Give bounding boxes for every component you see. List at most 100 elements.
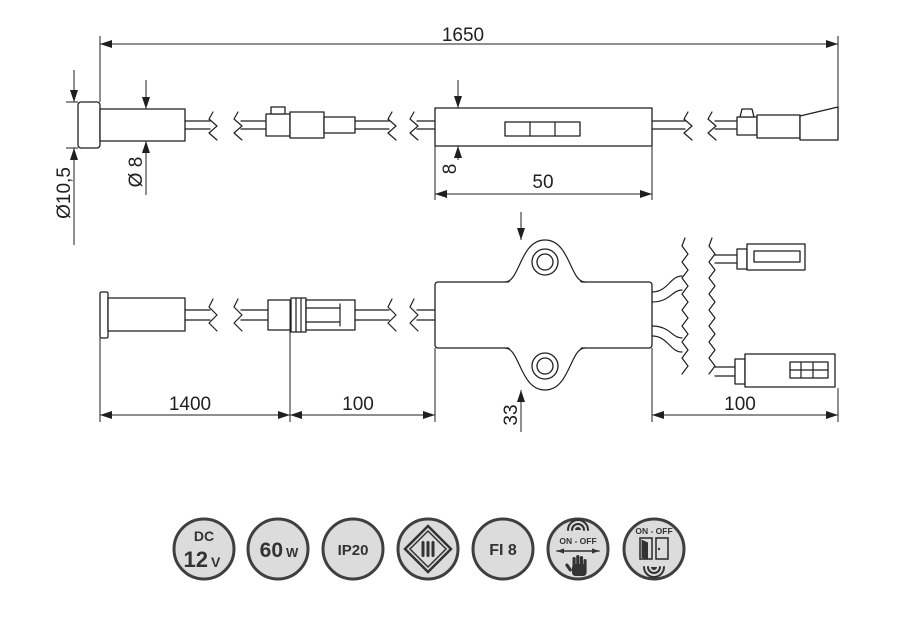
icon-label: FI 8	[489, 542, 517, 559]
break-mark	[387, 298, 397, 332]
module-body	[434, 281, 653, 349]
dimension-label: 33	[501, 404, 522, 425]
cable	[416, 309, 436, 321]
output-connector-bottom	[734, 353, 836, 388]
cable	[240, 120, 267, 130]
icon-ring	[246, 517, 310, 581]
cable	[416, 120, 436, 130]
connector-body	[290, 297, 307, 333]
break-mark	[409, 298, 419, 332]
diamond-outer	[403, 524, 453, 574]
module-window	[504, 121, 581, 137]
connector-detail	[789, 361, 829, 379]
dimension-body-diameter: Ø 8	[126, 80, 150, 195]
cable	[651, 120, 686, 130]
hand-wave-sensor-icon: ON - OFF	[546, 517, 610, 581]
furniture-mark-icon	[396, 517, 460, 581]
break-mark	[681, 237, 689, 375]
cable	[184, 309, 211, 321]
door-knob	[657, 547, 661, 551]
connector-plug	[305, 299, 356, 331]
ip-rating-icon: IP20	[321, 517, 385, 581]
dimension-label: 8	[440, 164, 461, 175]
door-sensor-icon: ON - OFF	[622, 517, 686, 581]
break-mark	[707, 111, 717, 141]
bar	[426, 541, 430, 557]
output-connector-top	[736, 243, 806, 271]
cable-connector	[265, 106, 356, 139]
icon-ring	[471, 517, 535, 581]
dimension-module-length: 50	[434, 146, 653, 200]
output-connector	[736, 106, 839, 141]
top-down-view	[99, 239, 836, 391]
dc-voltage-icon: DC 12 V	[172, 517, 236, 581]
connector-plug	[323, 116, 356, 134]
break-mark	[683, 111, 693, 141]
break-mark	[233, 111, 243, 141]
connector-detail	[305, 303, 341, 327]
icon-unit: V	[211, 554, 221, 570]
dimension-module-height: 8	[440, 80, 462, 175]
sensor-dot	[651, 567, 657, 570]
cable	[714, 366, 736, 377]
sensor-body	[99, 108, 186, 142]
dimension-head-diameter: Ø10,5	[54, 70, 78, 245]
sensor-head	[99, 291, 109, 339]
break-mark	[233, 298, 243, 332]
dimension-cable-lengths: 1400 100 100	[99, 300, 839, 422]
dimension-label: 1400	[169, 394, 211, 415]
wave-arc	[643, 566, 665, 578]
bar	[431, 541, 435, 557]
break-mark	[387, 111, 397, 141]
connector-latch-housing	[267, 299, 292, 331]
connector-ribs	[295, 297, 302, 333]
hand-icon	[565, 555, 587, 576]
sensor-body	[107, 297, 186, 332]
connector-latch-housing	[736, 248, 748, 270]
bar	[421, 541, 425, 557]
sensor-dot	[575, 527, 581, 530]
wave-arc	[567, 519, 589, 531]
connector-latch-housing	[734, 358, 746, 385]
power-rating-icon: 60 W	[246, 517, 310, 581]
icon-ring	[622, 517, 686, 581]
break-mark	[208, 298, 218, 332]
palm	[572, 564, 587, 576]
icon-ring	[172, 517, 236, 581]
cable-break-marks	[208, 111, 717, 375]
dimension-label: Ø10,5	[54, 167, 75, 219]
switch-module	[434, 239, 653, 391]
module-window-divider	[529, 121, 556, 137]
mounting-hole-inner	[536, 357, 554, 375]
break-mark	[409, 111, 419, 141]
connector-latch	[739, 108, 755, 118]
cable	[714, 254, 738, 264]
dimension-label: Ø 8	[126, 157, 147, 188]
icon-label: ON - OFF	[559, 536, 596, 546]
mounting-tab-top	[504, 239, 586, 283]
cable	[354, 120, 390, 130]
dimension-label: 100	[342, 394, 374, 415]
icon-label: DC	[194, 528, 214, 544]
icon-unit: W	[286, 545, 299, 560]
wave-arc	[647, 566, 661, 574]
dimension-total-length: 1650	[99, 25, 839, 140]
mounting-hole-inner	[536, 253, 554, 271]
connector-body	[756, 114, 801, 139]
thumb	[565, 563, 572, 572]
door-frame	[655, 537, 669, 560]
connector-body	[289, 111, 325, 139]
open-door-panel	[641, 539, 648, 560]
cable	[354, 309, 390, 321]
switch-module	[434, 107, 653, 147]
cable-connector	[267, 297, 356, 333]
icon-value: 60	[260, 539, 283, 562]
dimension-label: 100	[724, 394, 756, 415]
icon-label: ON - OFF	[635, 526, 672, 536]
connector-inner	[753, 250, 801, 263]
wave-arc	[571, 523, 585, 531]
dimension-label: 50	[532, 172, 553, 193]
top-view	[77, 101, 839, 149]
break-mark	[708, 237, 716, 375]
